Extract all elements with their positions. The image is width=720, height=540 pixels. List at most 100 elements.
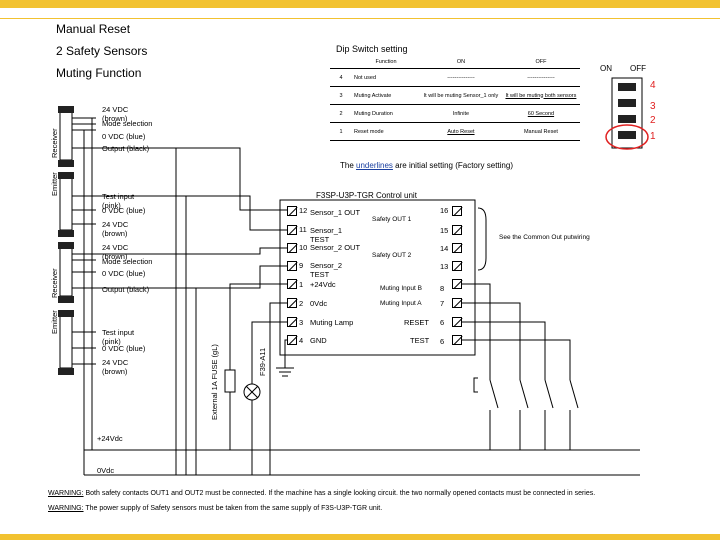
receiver-2-label: Receiver — [50, 268, 59, 298]
terminal-num: 6 — [440, 337, 445, 346]
terminal-num: 10 — [299, 243, 308, 252]
dip-legend-off: OFF — [630, 64, 646, 73]
emitter-2-cap — [58, 310, 74, 317]
emitter-2-label: Emitter — [50, 310, 59, 334]
terminal-num: 8 — [440, 284, 445, 293]
terminal-num: 13 — [440, 262, 449, 271]
dip-table-header: Function ON OFF — [330, 56, 580, 69]
terminal-label: Sensor_1 TEST — [310, 226, 343, 244]
sensor2-tx-24v: 24 VDC (brown) — [102, 358, 129, 376]
terminal — [287, 279, 297, 289]
dip-row: 4 Not used --------------- -------------… — [330, 68, 580, 87]
wire — [460, 302, 521, 380]
warning-2: WARNING: The power supply of Safety sens… — [48, 505, 382, 512]
dip-row-on: Infinite — [420, 104, 502, 123]
dip-header-on: ON — [420, 56, 502, 69]
terminal — [452, 279, 462, 289]
dip-switch-number: 2 — [650, 115, 656, 126]
receiver-1-body — [59, 111, 73, 161]
wire — [96, 265, 290, 289]
wire — [251, 321, 290, 384]
dip-row-num: 2 — [330, 104, 352, 123]
terminal — [452, 225, 462, 235]
sensor2-tx-0v: 0 VDC (blue) — [102, 344, 146, 353]
dip-row-on: It will be muting Sensor_1 only — [420, 86, 502, 105]
terminal — [452, 335, 462, 345]
dip-switch-heading: Dip Switch setting — [336, 44, 408, 54]
terminal-num: 14 — [440, 244, 449, 253]
fuse-label: External 1A FUSE (gL) — [210, 344, 219, 420]
terminal-label: +24Vdc — [310, 280, 336, 289]
emitter-1-cap — [58, 230, 74, 237]
wire — [96, 195, 290, 231]
warning-2-text: The power supply of Safety sensors must … — [83, 505, 383, 512]
terminal — [452, 206, 462, 216]
note-prefix: The — [340, 161, 357, 170]
wire — [460, 283, 491, 380]
lamp-label: F39-A11 — [258, 347, 267, 376]
warning-2-label: WARNING: — [48, 505, 84, 512]
receiver-1-cap — [58, 160, 74, 167]
sensor1-rx-24v: 24 VDC (brown) — [102, 105, 129, 123]
control-unit-box — [279, 199, 476, 356]
dip-row-num: 3 — [330, 86, 352, 105]
page-subtitle: 2 Safety Sensors — [56, 44, 148, 58]
safety-out-2-label: Safety OUT 2 — [372, 252, 412, 259]
dip-header-function: Function — [352, 56, 420, 69]
terminal-num: 3 — [299, 318, 304, 327]
receiver-2-body — [59, 247, 73, 297]
fuse — [224, 369, 236, 393]
terminal — [452, 243, 462, 253]
dip-row-on: --------------- — [420, 68, 502, 87]
emitter-2-cap — [58, 368, 74, 375]
highlight-ring — [605, 124, 649, 150]
sensor2-rx-mode: Mode selection — [102, 257, 153, 266]
safety-output-brace — [477, 207, 487, 271]
switch-contact — [489, 379, 499, 409]
receiver-2-cap — [58, 296, 74, 303]
sensor1-rx-mode: Mode selection — [102, 119, 153, 128]
terminal-label: Muting Input B — [380, 285, 422, 292]
sensor1-rx-out: Output (black) — [102, 144, 150, 153]
terminal — [287, 261, 297, 271]
terminal-num: 1 — [299, 280, 304, 289]
terminal-label: Sensor_2 OUT — [310, 243, 361, 252]
factory-setting-note: The underlines are initial setting (Fact… — [340, 161, 513, 170]
dip-row-off: It will be muting both sensors — [501, 86, 580, 105]
dip-switch-lever — [618, 99, 636, 107]
receiver-2-cap — [58, 242, 74, 249]
note-suffix: are initial setting (Factory setting) — [392, 161, 513, 170]
emitter-1-body — [59, 177, 73, 231]
terminal-num: 15 — [440, 226, 449, 235]
terminal-num: 11 — [299, 225, 307, 234]
terminal-label: Sensor_1 OUT — [310, 208, 361, 217]
sensor1-rx-0v: 0 VDC (blue) — [102, 132, 146, 141]
plus-rail-label: +24Vdc — [97, 434, 123, 443]
dip-row-function: Muting Activate — [352, 86, 420, 105]
terminal — [287, 243, 297, 253]
terminal — [287, 335, 297, 345]
dip-row-on: Auto Reset — [420, 122, 502, 141]
wire — [460, 339, 571, 380]
dip-header-off: OFF — [501, 56, 580, 69]
terminal — [452, 298, 462, 308]
dip-row-off: 60 Second — [501, 104, 580, 123]
dip-switch-lever — [618, 115, 636, 123]
dip-switch-lever — [618, 83, 636, 91]
terminal-label: GND — [310, 336, 327, 345]
warning-1: WARNING: Both safety contacts OUT1 and O… — [48, 490, 595, 497]
note-underlined: underlines — [356, 161, 393, 170]
terminal — [452, 317, 462, 327]
wire — [96, 247, 290, 255]
receiver-1-cap — [58, 106, 74, 113]
switch-bracket — [473, 377, 478, 393]
dip-row-function: Muting Duration — [352, 104, 420, 123]
sensor1-tx-test: Test input (pink) — [102, 192, 135, 210]
terminal — [287, 298, 297, 308]
terminal-num: 7 — [440, 299, 445, 308]
dip-row-function: Reset mode — [352, 122, 420, 141]
emitter-1-cap — [58, 172, 74, 179]
sensor2-rx-24v: 24 VDC (brown) — [102, 243, 129, 261]
terminal-label: RESET — [404, 318, 430, 327]
